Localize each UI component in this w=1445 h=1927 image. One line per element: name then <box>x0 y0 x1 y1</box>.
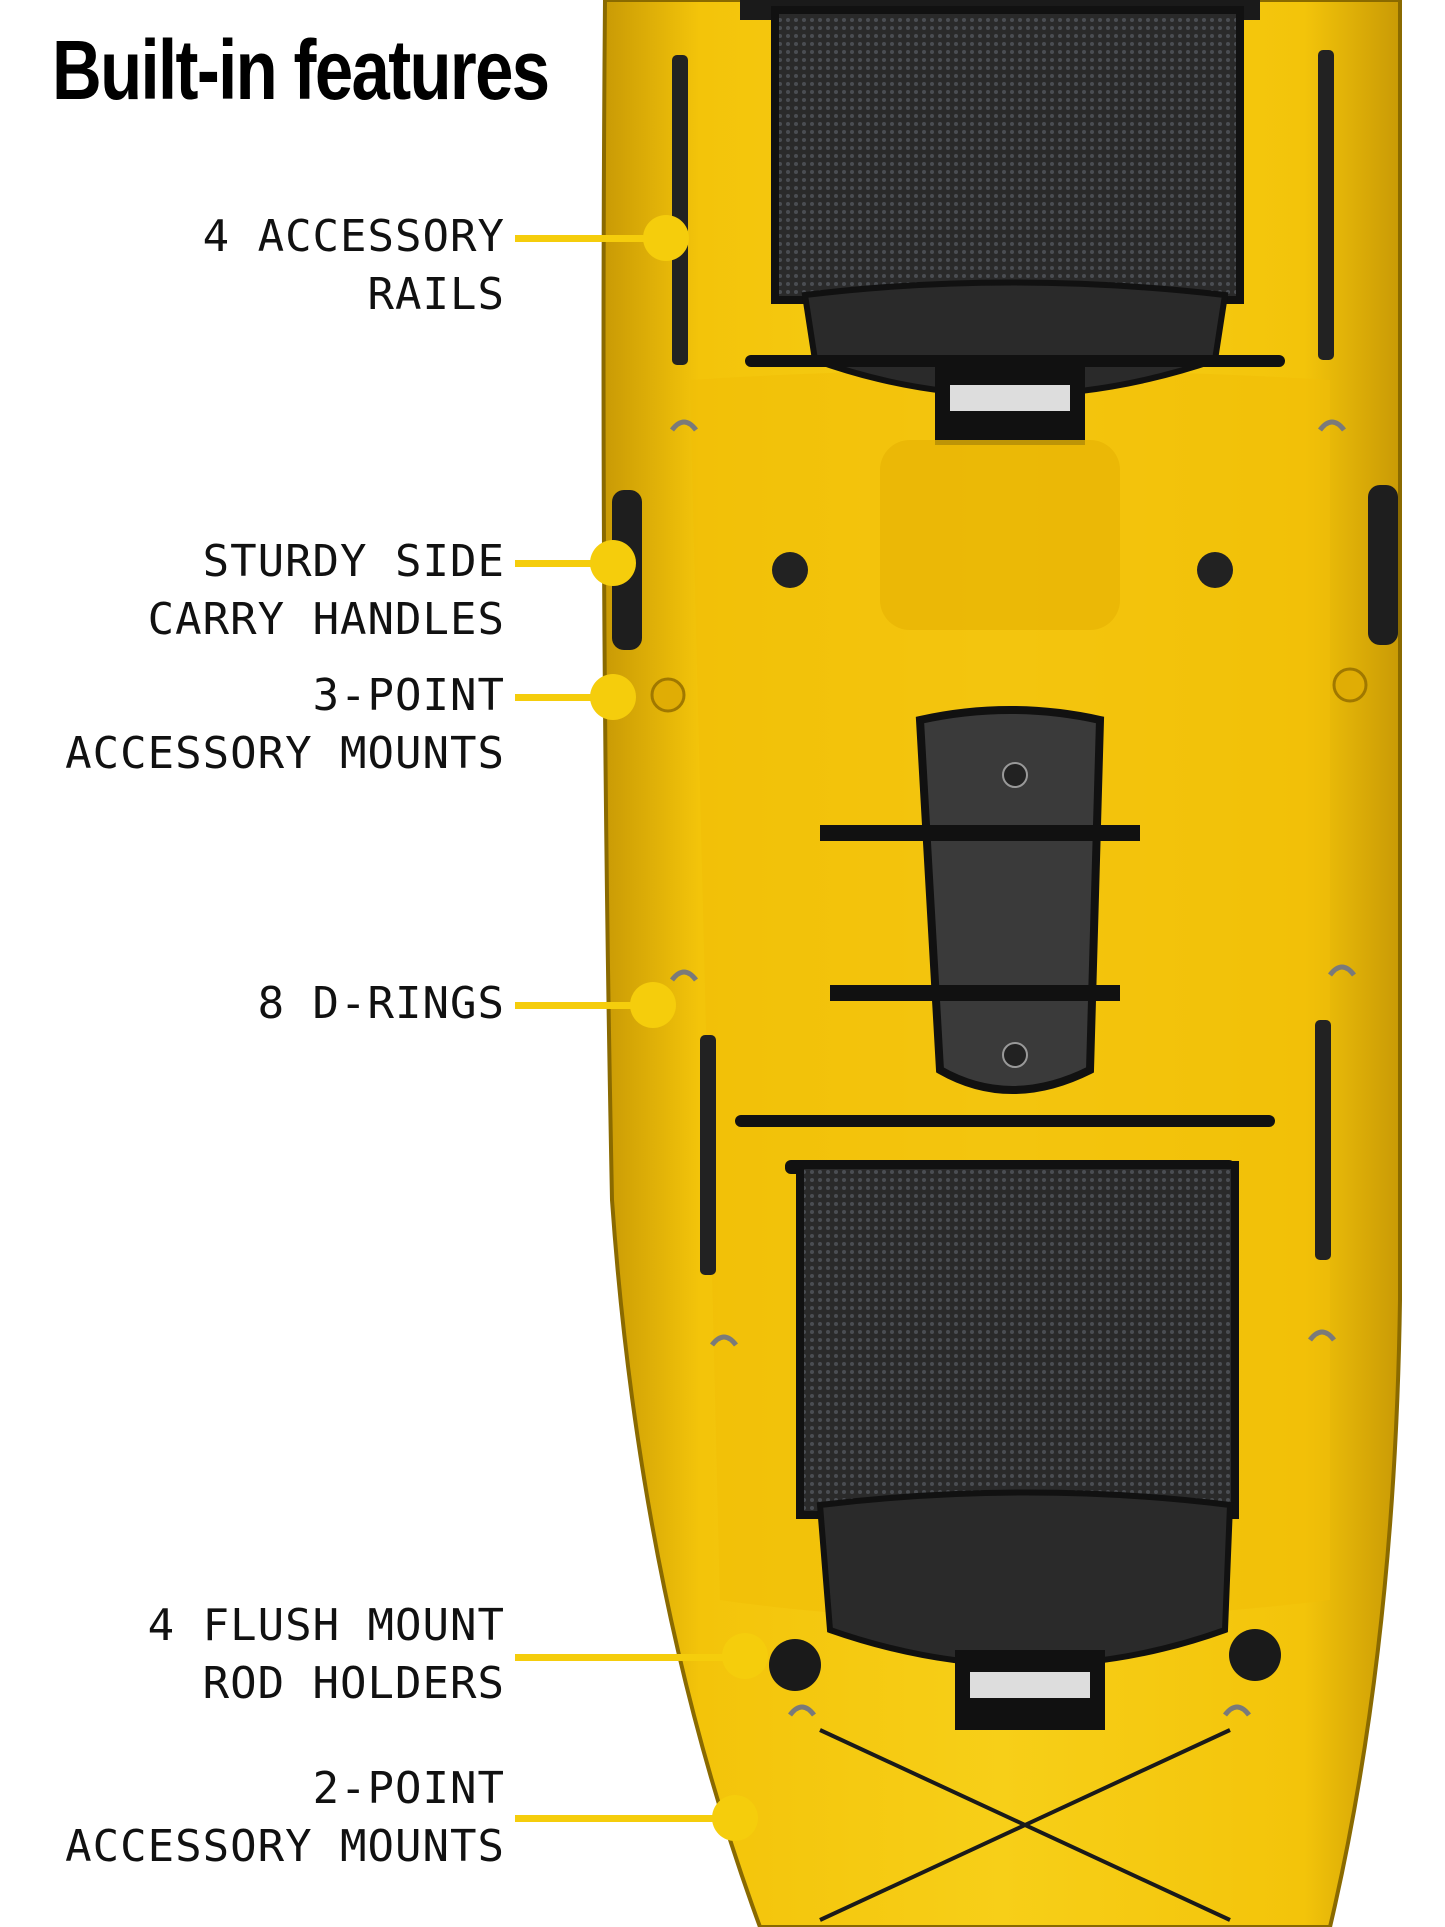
mount-left <box>650 677 686 713</box>
rod-holder-left <box>769 1639 821 1691</box>
callout-label: 4 FLUSH MOUNT ROD HOLDERS <box>147 1600 505 1709</box>
leader-line-three-point-mounts <box>515 694 615 701</box>
leader-line-accessory-rails <box>515 235 665 242</box>
rail-front-left <box>672 55 688 365</box>
leader-line-rod-holders <box>515 1654 745 1661</box>
callout-label: STURDY SIDE CARRY HANDLES <box>147 536 505 645</box>
d-ring-1 <box>670 419 698 432</box>
leader-line-two-point-mounts <box>515 1815 735 1822</box>
d-ring-2 <box>1318 419 1346 432</box>
d-ring-6 <box>1308 1329 1336 1342</box>
leader-dot-two-point-mounts <box>712 1795 758 1841</box>
leader-dot-d-rings <box>630 982 676 1028</box>
callout-label: 4 ACCESSORY RAILS <box>202 211 505 320</box>
front-seat <box>740 0 1285 445</box>
d-ring-3 <box>670 969 698 982</box>
callout-label: 8 D-RINGS <box>257 978 505 1029</box>
leader-dot-three-point-mounts <box>590 674 636 720</box>
leader-line-d-rings <box>515 1002 655 1009</box>
rod-holder-right <box>1229 1629 1281 1681</box>
rail-rear-right <box>1315 1020 1331 1260</box>
d-ring-8 <box>1223 1704 1251 1717</box>
callout-label: 2-POINT ACCESSORY MOUNTS <box>65 1763 505 1872</box>
callout-label: 3-POINT ACCESSORY MOUNTS <box>65 670 505 779</box>
carry-handle-right <box>1368 485 1398 645</box>
leader-dot-carry-handles <box>590 540 636 586</box>
rail-front-right <box>1318 50 1334 360</box>
d-ring-4 <box>1328 964 1356 977</box>
mount-right <box>1332 667 1368 703</box>
page-title: Built-in features <box>52 23 550 117</box>
d-ring-5 <box>710 1334 738 1347</box>
rail-rear-left <box>700 1035 716 1275</box>
d-ring-7 <box>788 1704 816 1717</box>
rear-seat <box>735 1115 1275 1730</box>
leader-dot-accessory-rails <box>643 215 689 261</box>
leader-dot-rod-holders <box>722 1633 768 1679</box>
leader-line-carry-handles <box>515 560 615 567</box>
